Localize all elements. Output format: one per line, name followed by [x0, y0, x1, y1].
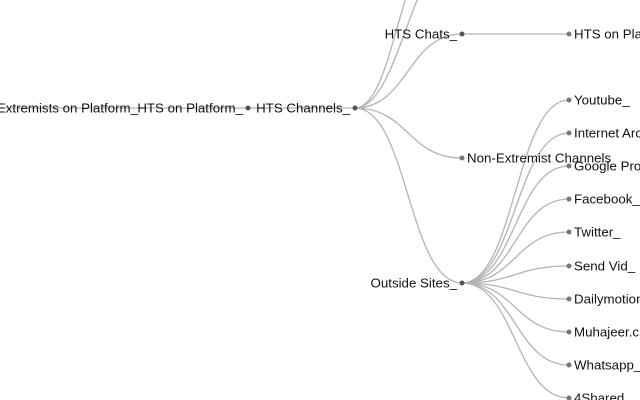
node-dot-hts-on-pla[interactable]	[566, 31, 572, 37]
tree-links	[0, 0, 569, 284]
node-dot-send-vid[interactable]	[566, 263, 572, 269]
node-label-youtube[interactable]: Youtube_	[574, 93, 630, 108]
tree-nodes	[245, 31, 572, 286]
link-outside-sites-twitter	[461, 231, 570, 284]
link-outside-sites-internet-arc	[461, 132, 570, 284]
node-dot-hts-channels[interactable]	[352, 105, 358, 111]
node-dot-twitter[interactable]	[566, 229, 572, 235]
link-hts-channels-non-extremist	[354, 107, 463, 159]
node-label-4shared[interactable]: 4Shared	[574, 391, 624, 400]
tree-labels: Extremists on Platform_ HTS on Platform_…	[0, 27, 640, 291]
node-dot-internet-arc[interactable]	[566, 130, 572, 136]
link-hts-channels-up-1	[354, 0, 407, 109]
node-dot-outside-sites[interactable]	[459, 280, 465, 286]
node-dot-youtube[interactable]	[566, 97, 572, 103]
link-hts-channels-hts-chats	[354, 33, 463, 109]
node-label-whatsapp[interactable]: Whatsapp_	[574, 358, 640, 373]
link-outside-sites-whatsapp	[461, 282, 570, 366]
link-outside-sites-send-vid	[461, 265, 570, 284]
link-outside-sites-google-pro	[461, 165, 570, 284]
node-label-hts-on-platform[interactable]: HTS on Platform_	[137, 101, 243, 116]
node-dot-hts-on-platform[interactable]	[245, 105, 251, 111]
node-dot-google-pro[interactable]	[566, 163, 572, 169]
node-label-outside-sites[interactable]: Outside Sites_	[371, 276, 458, 291]
node-label-muhajeer-c[interactable]: Muhajeer.c	[574, 325, 639, 340]
node-dot-4shared[interactable]	[566, 395, 572, 400]
node-dot-whatsapp[interactable]	[566, 362, 572, 368]
node-label-non-extremist-channels[interactable]: Non-Extremist Channels	[467, 151, 611, 166]
node-label-twitter[interactable]: Twitter_	[574, 225, 621, 240]
node-label-root[interactable]: Extremists on Platform_	[0, 101, 139, 116]
link-outside-sites-muhajeer-c	[461, 282, 570, 333]
link-outside-sites-4shared	[461, 282, 570, 399]
link-hts-channels-outside-sites	[354, 107, 463, 284]
node-label-hts-on-pla[interactable]: HTS on Pla	[574, 27, 640, 42]
link-outside-sites-dailymotion	[461, 282, 570, 300]
node-label-hts-chats[interactable]: HTS Chats_	[385, 27, 458, 42]
node-dot-hts-chats[interactable]	[459, 31, 465, 37]
link-hts-channels-up-2	[354, 0, 418, 109]
link-outside-sites-youtube	[461, 99, 570, 284]
node-label-internet-arc[interactable]: Internet Arc	[574, 126, 640, 141]
link-outside-sites-facebook	[461, 198, 570, 284]
node-label-google-pro[interactable]: Google Pro	[574, 159, 640, 174]
node-dot-non-extremist-channels[interactable]	[459, 155, 465, 161]
node-label-hts-channels[interactable]: HTS Channels_	[256, 101, 350, 116]
node-dot-facebook[interactable]	[566, 196, 572, 202]
node-label-dailymotion[interactable]: Dailymotion	[574, 292, 640, 307]
outside-sites-links	[461, 99, 570, 399]
node-label-facebook[interactable]: Facebook_	[574, 192, 640, 207]
node-dot-muhajeer-c[interactable]	[566, 329, 572, 335]
node-dot-dailymotion[interactable]	[566, 296, 572, 302]
node-label-send-vid[interactable]: Send Vid_	[574, 259, 636, 274]
